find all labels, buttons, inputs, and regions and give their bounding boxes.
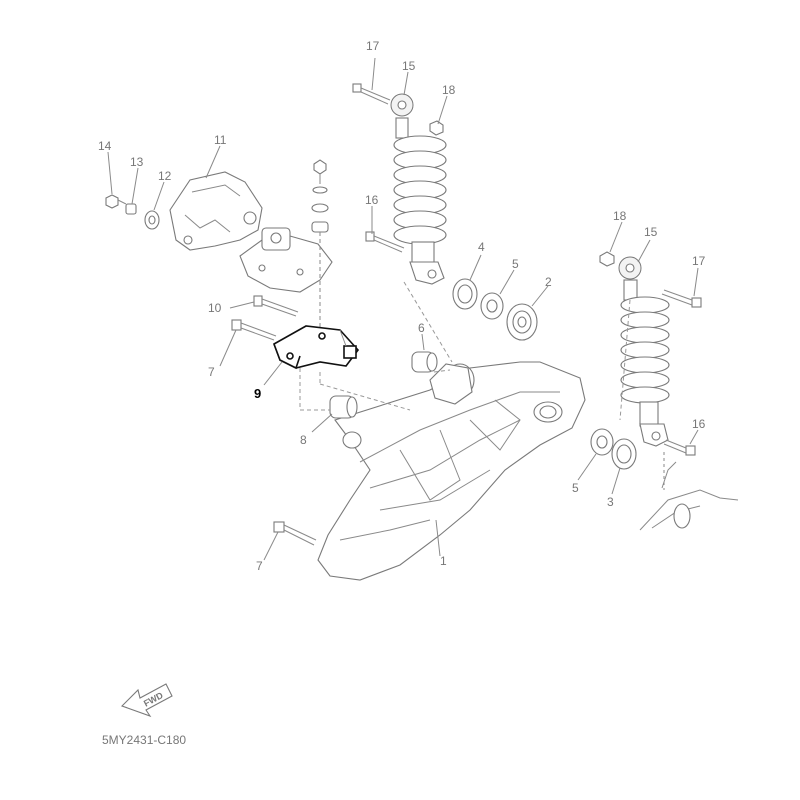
callout-16-left[interactable]: 16 — [365, 193, 379, 207]
callout-9[interactable]: 9 — [254, 386, 261, 401]
callout-7-upper[interactable]: 7 — [208, 365, 215, 379]
callout-11[interactable]: 11 — [214, 133, 227, 147]
callout-12[interactable]: 12 — [158, 169, 172, 183]
callout-10[interactable]: 10 — [208, 301, 222, 315]
bolt-16-right[interactable] — [663, 439, 696, 456]
bolt-stack[interactable] — [311, 159, 329, 330]
callout-14[interactable]: 14 — [98, 139, 112, 153]
callout-13[interactable]: 13 — [130, 155, 144, 169]
bolt-17-right[interactable] — [661, 289, 702, 308]
bolt-7-lower[interactable] — [273, 521, 317, 546]
bolt-14[interactable] — [105, 194, 127, 209]
oil-seal-3[interactable] — [611, 438, 637, 470]
callout-16-right[interactable]: 16 — [692, 417, 706, 431]
bolt-17-left[interactable] — [352, 83, 391, 105]
collar-8[interactable] — [329, 395, 358, 419]
diagram-code: 5MY2431-C180 — [102, 733, 186, 747]
bracket-11[interactable] — [169, 171, 263, 251]
callout-2[interactable]: 2 — [545, 275, 552, 289]
callout-17-left[interactable]: 17 — [366, 39, 380, 53]
callout-3[interactable]: 3 — [607, 495, 614, 509]
nut-18-left[interactable] — [429, 120, 444, 136]
shock-absorber-left[interactable] — [390, 93, 447, 285]
callout-15-left[interactable]: 15 — [402, 59, 416, 73]
fwd-arrow-icon: FWD — [120, 683, 173, 718]
leader-lines — [107, 57, 699, 561]
callout-4[interactable]: 4 — [478, 240, 485, 254]
callout-5-upper[interactable]: 5 — [512, 257, 519, 271]
bracket-plate[interactable] — [239, 227, 333, 293]
callout-18-left[interactable]: 18 — [442, 83, 456, 97]
collar-13[interactable] — [125, 203, 137, 215]
assembly-guide-lines — [299, 281, 631, 421]
callout-8[interactable]: 8 — [300, 433, 307, 447]
callout-15-right[interactable]: 15 — [644, 225, 658, 239]
bracket-9-highlighted[interactable] — [273, 325, 360, 370]
nut-18-right[interactable] — [599, 251, 615, 267]
bearing-5-upper[interactable] — [480, 292, 504, 320]
rear-arm[interactable] — [317, 361, 586, 581]
callout-7-lower[interactable]: 7 — [256, 559, 263, 573]
bolt-10[interactable] — [253, 295, 299, 317]
frame-section — [639, 452, 739, 531]
callout-6[interactable]: 6 — [418, 321, 425, 335]
bearing-2[interactable] — [506, 303, 538, 341]
shock-absorber-right[interactable] — [618, 256, 670, 447]
collar-6[interactable] — [411, 351, 438, 373]
nut-12[interactable] — [144, 210, 160, 230]
bolt-7-upper[interactable] — [231, 319, 277, 341]
bolt-16-left[interactable] — [365, 231, 405, 253]
oil-seal-4[interactable] — [452, 278, 478, 310]
callout-17-right[interactable]: 17 — [692, 254, 706, 268]
bearing-5-lower[interactable] — [590, 428, 614, 456]
callout-1[interactable]: 1 — [440, 554, 447, 568]
callout-5-lower[interactable]: 5 — [572, 481, 579, 495]
callout-18-right[interactable]: 18 — [613, 209, 627, 223]
